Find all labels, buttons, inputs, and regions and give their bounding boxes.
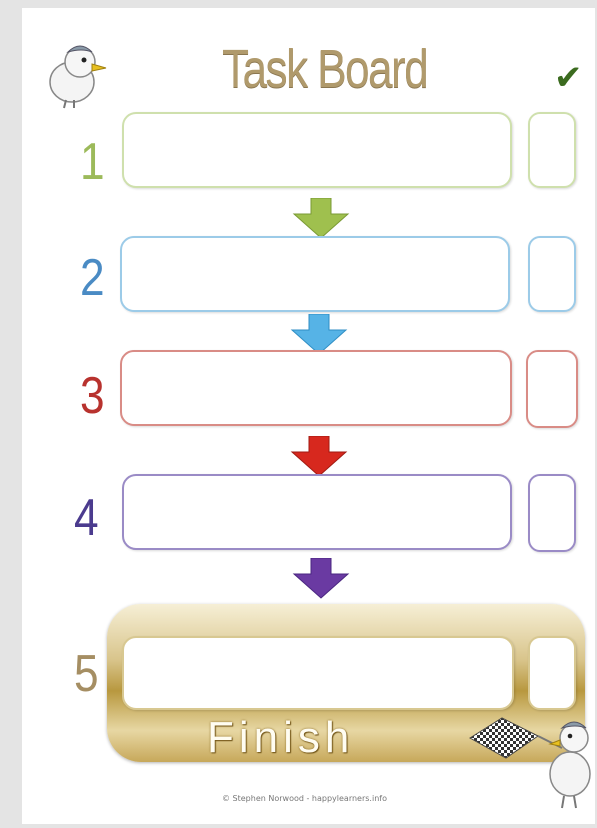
arrow-1-shape <box>294 198 348 238</box>
page-title: Task Board <box>222 38 419 118</box>
step-number-5: 5 <box>74 648 99 700</box>
task-box-4[interactable] <box>122 474 512 550</box>
tick-box-4[interactable] <box>528 474 576 552</box>
step-number-3: 3 <box>80 370 105 422</box>
checkered-flag-duck-icon <box>462 708 595 816</box>
task-box-3[interactable] <box>120 350 512 426</box>
task-box-1[interactable] <box>122 112 512 188</box>
task-box-5[interactable] <box>122 636 514 710</box>
arrow-2-shape <box>292 314 346 354</box>
step-number-1: 1 <box>80 136 105 188</box>
checkmark-icon: ✔ <box>554 58 583 98</box>
duck-mascot-icon <box>42 38 112 110</box>
tick-box-5[interactable] <box>528 636 576 710</box>
tick-box-3[interactable] <box>526 350 578 428</box>
down-arrow-icon-4 <box>290 558 352 600</box>
task-box-2[interactable] <box>120 236 510 312</box>
step-number-2: 2 <box>80 252 105 304</box>
footer-credit: © Stephen Norwood - happylearners.info <box>222 794 387 803</box>
tick-box-1[interactable] <box>528 112 576 188</box>
tick-box-2[interactable] <box>528 236 576 312</box>
down-arrow-icon-1 <box>290 198 352 240</box>
down-arrow-icon-3 <box>288 436 350 478</box>
task-board-sheet: Task Board ✔ 1 2 3 4 5 Finish <box>22 8 595 824</box>
finish-label: Finish <box>207 713 477 763</box>
arrow-3-shape <box>292 436 346 476</box>
arrow-4-shape <box>294 558 348 598</box>
step-number-4: 4 <box>74 492 99 544</box>
